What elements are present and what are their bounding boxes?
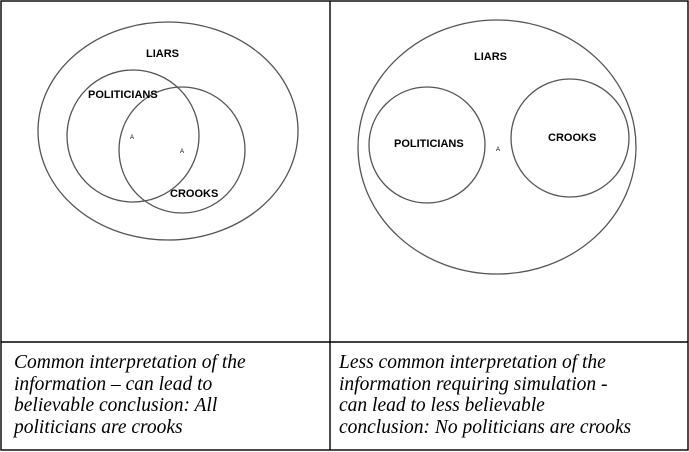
liars-label: LIARS [474, 51, 507, 63]
mark-a: A [130, 135, 134, 141]
caption-line: politicians are crooks [14, 416, 183, 438]
mark-b: A [180, 149, 184, 155]
caption-line: information – can lead to [14, 373, 213, 395]
caption-line: Less common interpretation of the [339, 352, 606, 373]
caption-line: information requiring simulation - [339, 373, 608, 395]
caption-right: Less common interpretation of the inform… [339, 352, 687, 438]
caption-left: Common interpretation of the information… [14, 352, 332, 438]
liars-circle [357, 19, 637, 275]
caption-line: believable conclusion: All [14, 395, 218, 416]
liars-circle [37, 21, 299, 241]
mark-a: A [496, 147, 500, 153]
politicians-circle [368, 86, 486, 204]
politicians-label: POLITICIANS [88, 89, 158, 101]
politicians-circle [66, 69, 200, 203]
caption-line: conclusion: No politicians are crooks [339, 416, 632, 438]
crooks-label: CROOKS [548, 132, 596, 144]
politicians-label: POLITICIANS [394, 138, 464, 150]
crooks-circle [510, 78, 630, 198]
left-venn-diagram [37, 21, 299, 241]
liars-label: LIARS [146, 48, 179, 60]
right-venn-diagram [357, 19, 637, 275]
crooks-label: CROOKS [170, 188, 218, 200]
caption-line: Common interpretation of the [14, 352, 246, 373]
caption-line: can lead to less believable [339, 395, 545, 416]
crooks-circle [118, 86, 246, 214]
